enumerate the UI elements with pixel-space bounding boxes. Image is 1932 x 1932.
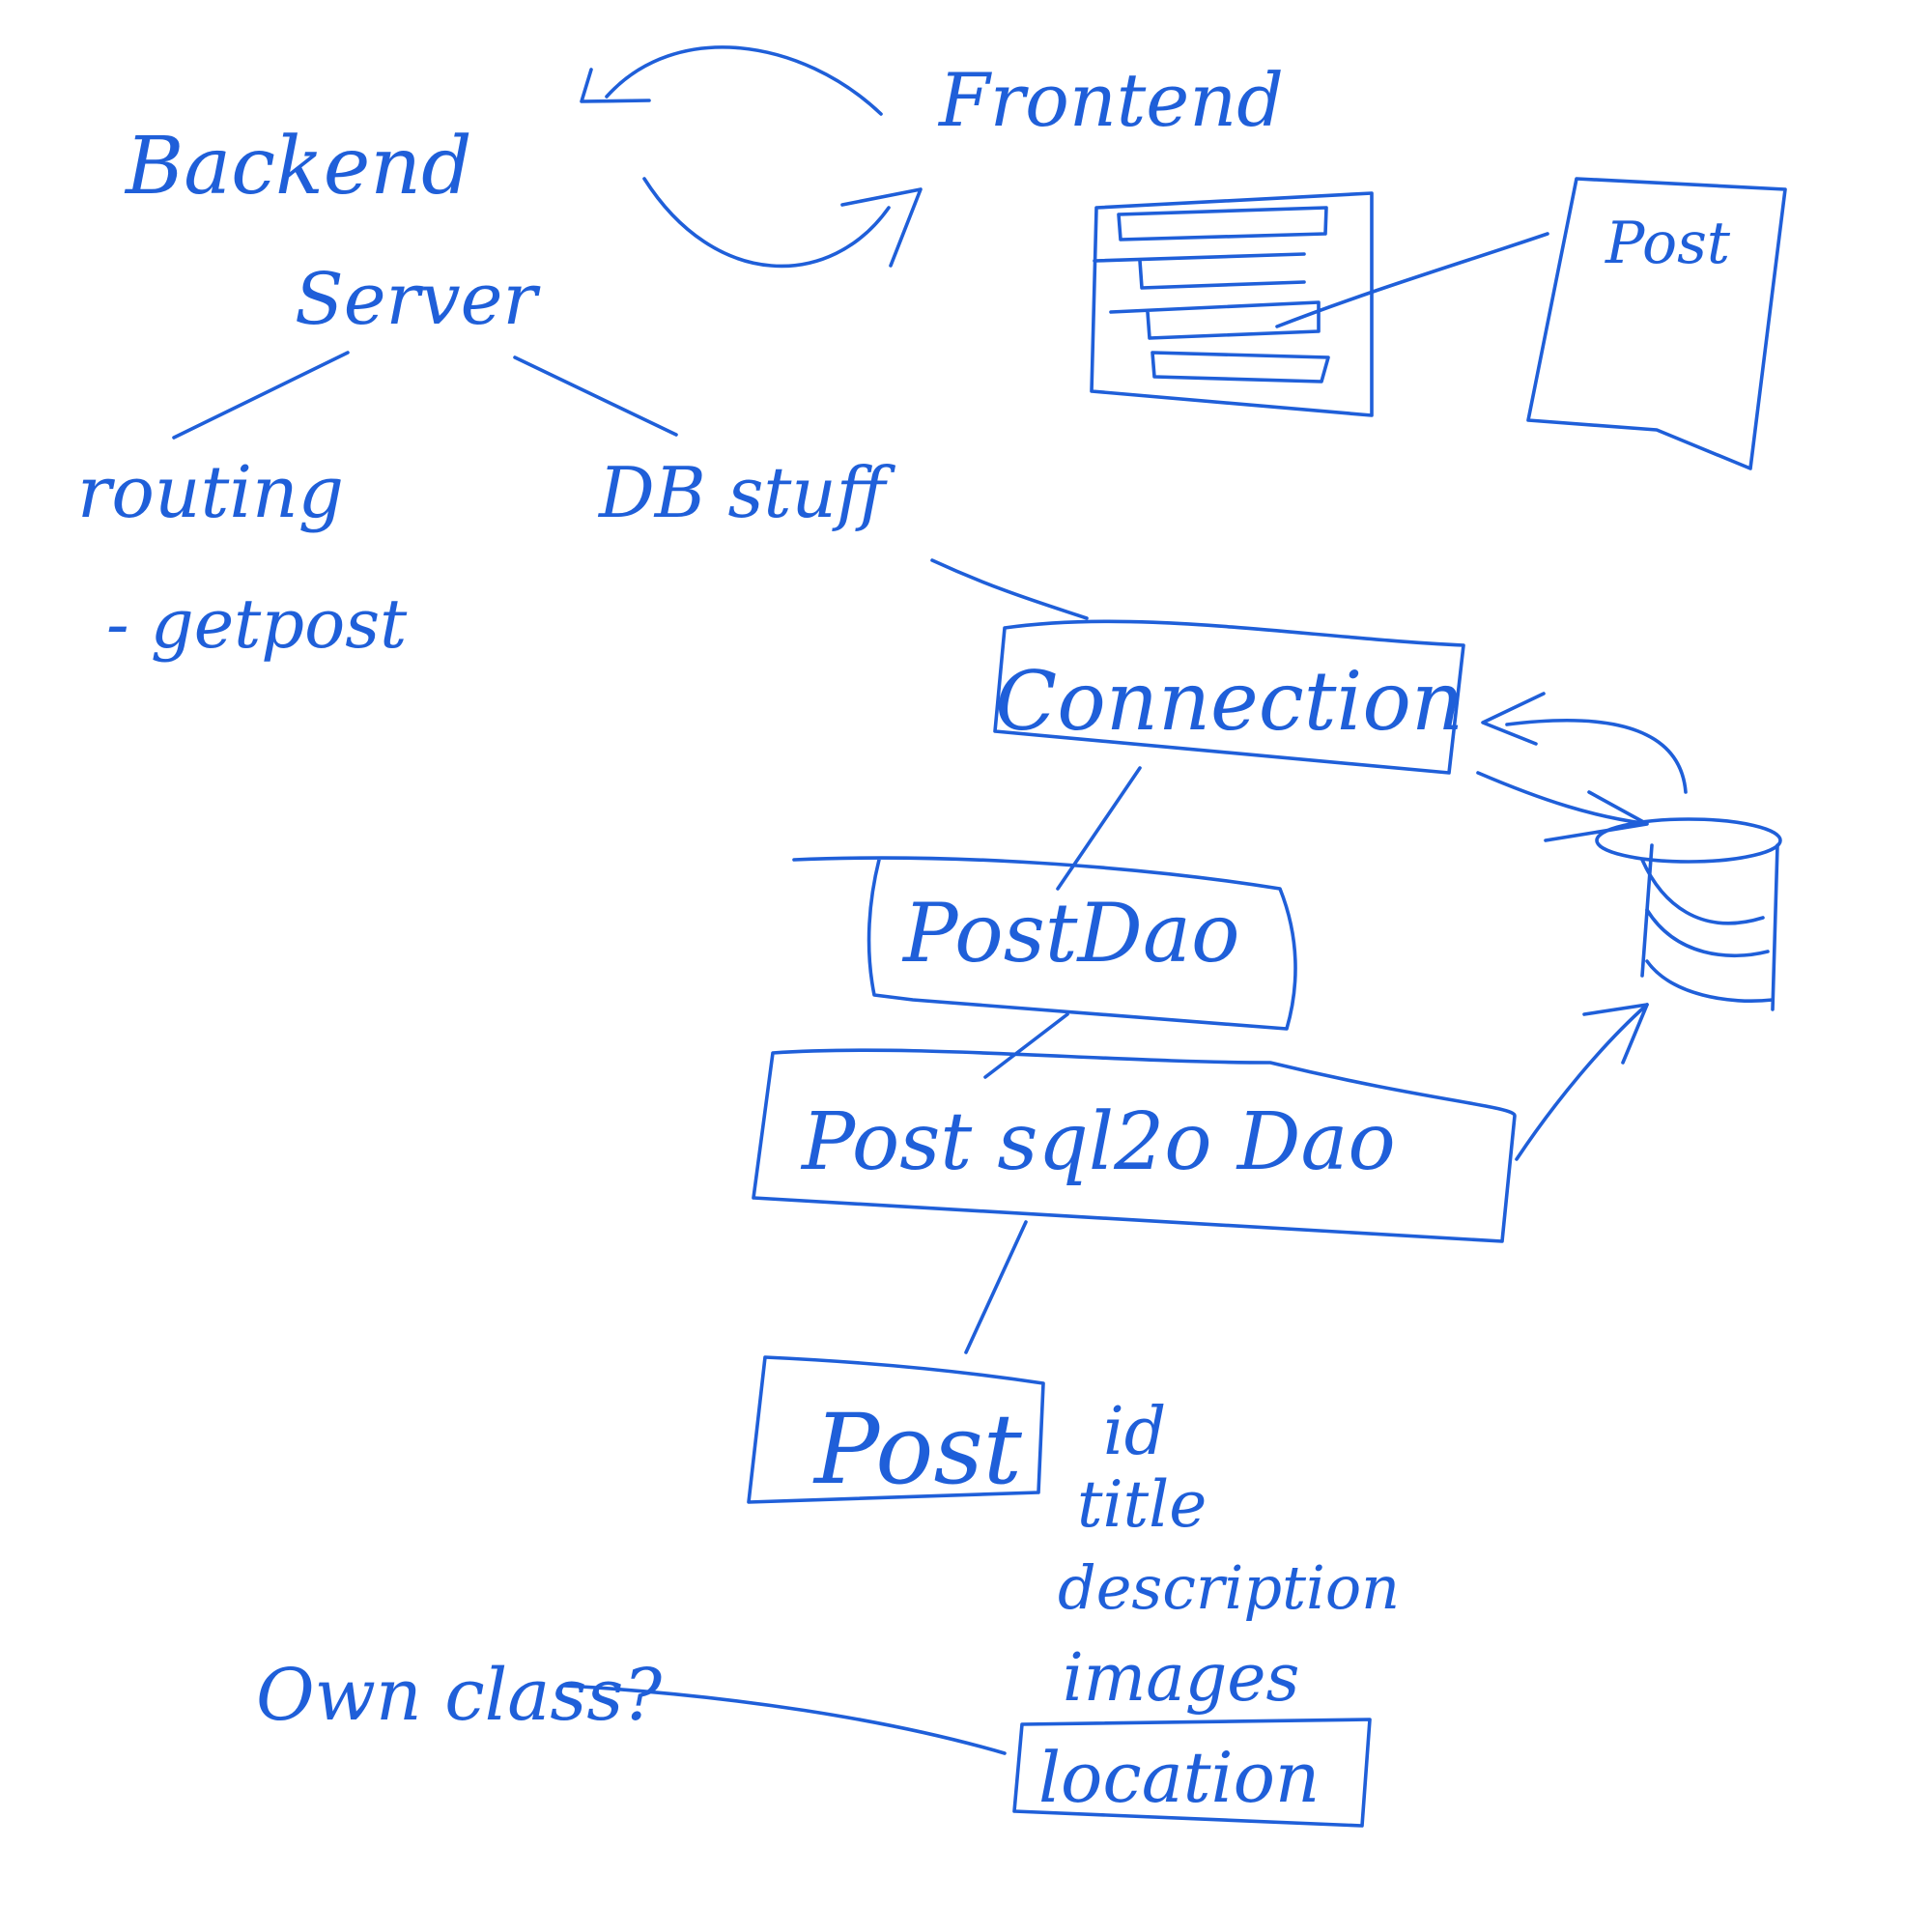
backend-to-frontend-arrows	[580, 45, 923, 269]
page-to-post-connector	[1275, 232, 1549, 328]
getpost-label: - getpost	[106, 584, 408, 664]
connection-box	[993, 619, 1465, 775]
sql2o-to-db-arrow-head	[1582, 1003, 1649, 1065]
arrow-to-backend-head	[580, 68, 651, 103]
post-class-box	[747, 1355, 1045, 1504]
field-location: location	[1038, 1737, 1320, 1818]
field-description: description	[1058, 1552, 1400, 1623]
arrow-to-frontend	[642, 177, 891, 269]
sql2o-to-db-arrow	[1515, 1003, 1649, 1161]
post-dao-label: PostDao	[901, 886, 1240, 980]
post-page-label: Post	[1605, 210, 1731, 277]
field-title: title	[1077, 1467, 1207, 1542]
webpage-list-icon	[1090, 191, 1374, 417]
post-fields-list: id title description images location	[1012, 1394, 1400, 1828]
connection-to-db-arrow	[1476, 771, 1644, 825]
connection-to-postdao-connector	[1056, 766, 1142, 891]
field-images: images	[1063, 1640, 1299, 1717]
database-cylinder-icon	[1595, 817, 1782, 1011]
backend-label: Backend	[124, 121, 472, 213]
arrow-to-frontend-head	[840, 187, 923, 268]
sql2o-to-post-connector	[964, 1220, 1028, 1354]
post-sql2o-dao-box	[752, 1048, 1517, 1243]
db-to-connection-arrow	[1505, 718, 1688, 794]
connection-to-db-arrow-head	[1544, 790, 1649, 842]
post-class-label: Post	[812, 1393, 1023, 1506]
own-class-to-location-connector	[563, 1684, 1007, 1755]
own-class-label: Own class?	[256, 1654, 663, 1737]
post-sql2o-dao-label: Post sql2o Dao	[800, 1096, 1396, 1188]
post-dao-box	[792, 856, 1297, 1031]
connection-label: Connection	[995, 654, 1463, 749]
db-stuff-label: DB stuff	[597, 452, 896, 533]
server-to-routing-connector	[172, 351, 350, 440]
frontend-label: Frontend	[937, 57, 1284, 143]
document-page-icon	[1526, 177, 1787, 470]
arrow-to-backend	[605, 45, 883, 116]
location-highlight-box	[1012, 1718, 1372, 1828]
server-label: Server	[295, 258, 541, 341]
field-id: id	[1103, 1394, 1166, 1470]
db-to-connection-connector	[930, 558, 1089, 620]
postdao-to-sql2o-connector	[983, 1012, 1069, 1079]
routing-label: routing	[77, 451, 344, 534]
db-to-connection-arrow-head	[1481, 692, 1546, 746]
server-to-db-connector	[513, 355, 678, 437]
